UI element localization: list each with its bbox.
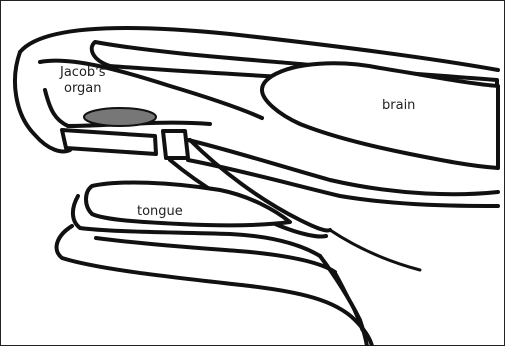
jacobs-organ-label-line2: organ <box>60 81 106 97</box>
lower-jaw-bottom <box>57 226 372 346</box>
nasal-bone-left <box>62 130 156 154</box>
brain-label: brain <box>382 98 415 114</box>
jacobs-organ-label: Jacob's organ <box>60 65 106 97</box>
jacobs-organ-label-line1: Jacob's <box>60 65 106 81</box>
tongue-label: tongue <box>137 204 183 220</box>
nasal-bone-right <box>163 131 188 158</box>
throat-line-upper <box>330 230 420 270</box>
lower-jaw-inner-edge <box>96 238 335 272</box>
tongue-outline <box>86 183 290 226</box>
throat-line-lower <box>335 272 362 330</box>
jacobs-organ-shape <box>84 108 156 126</box>
